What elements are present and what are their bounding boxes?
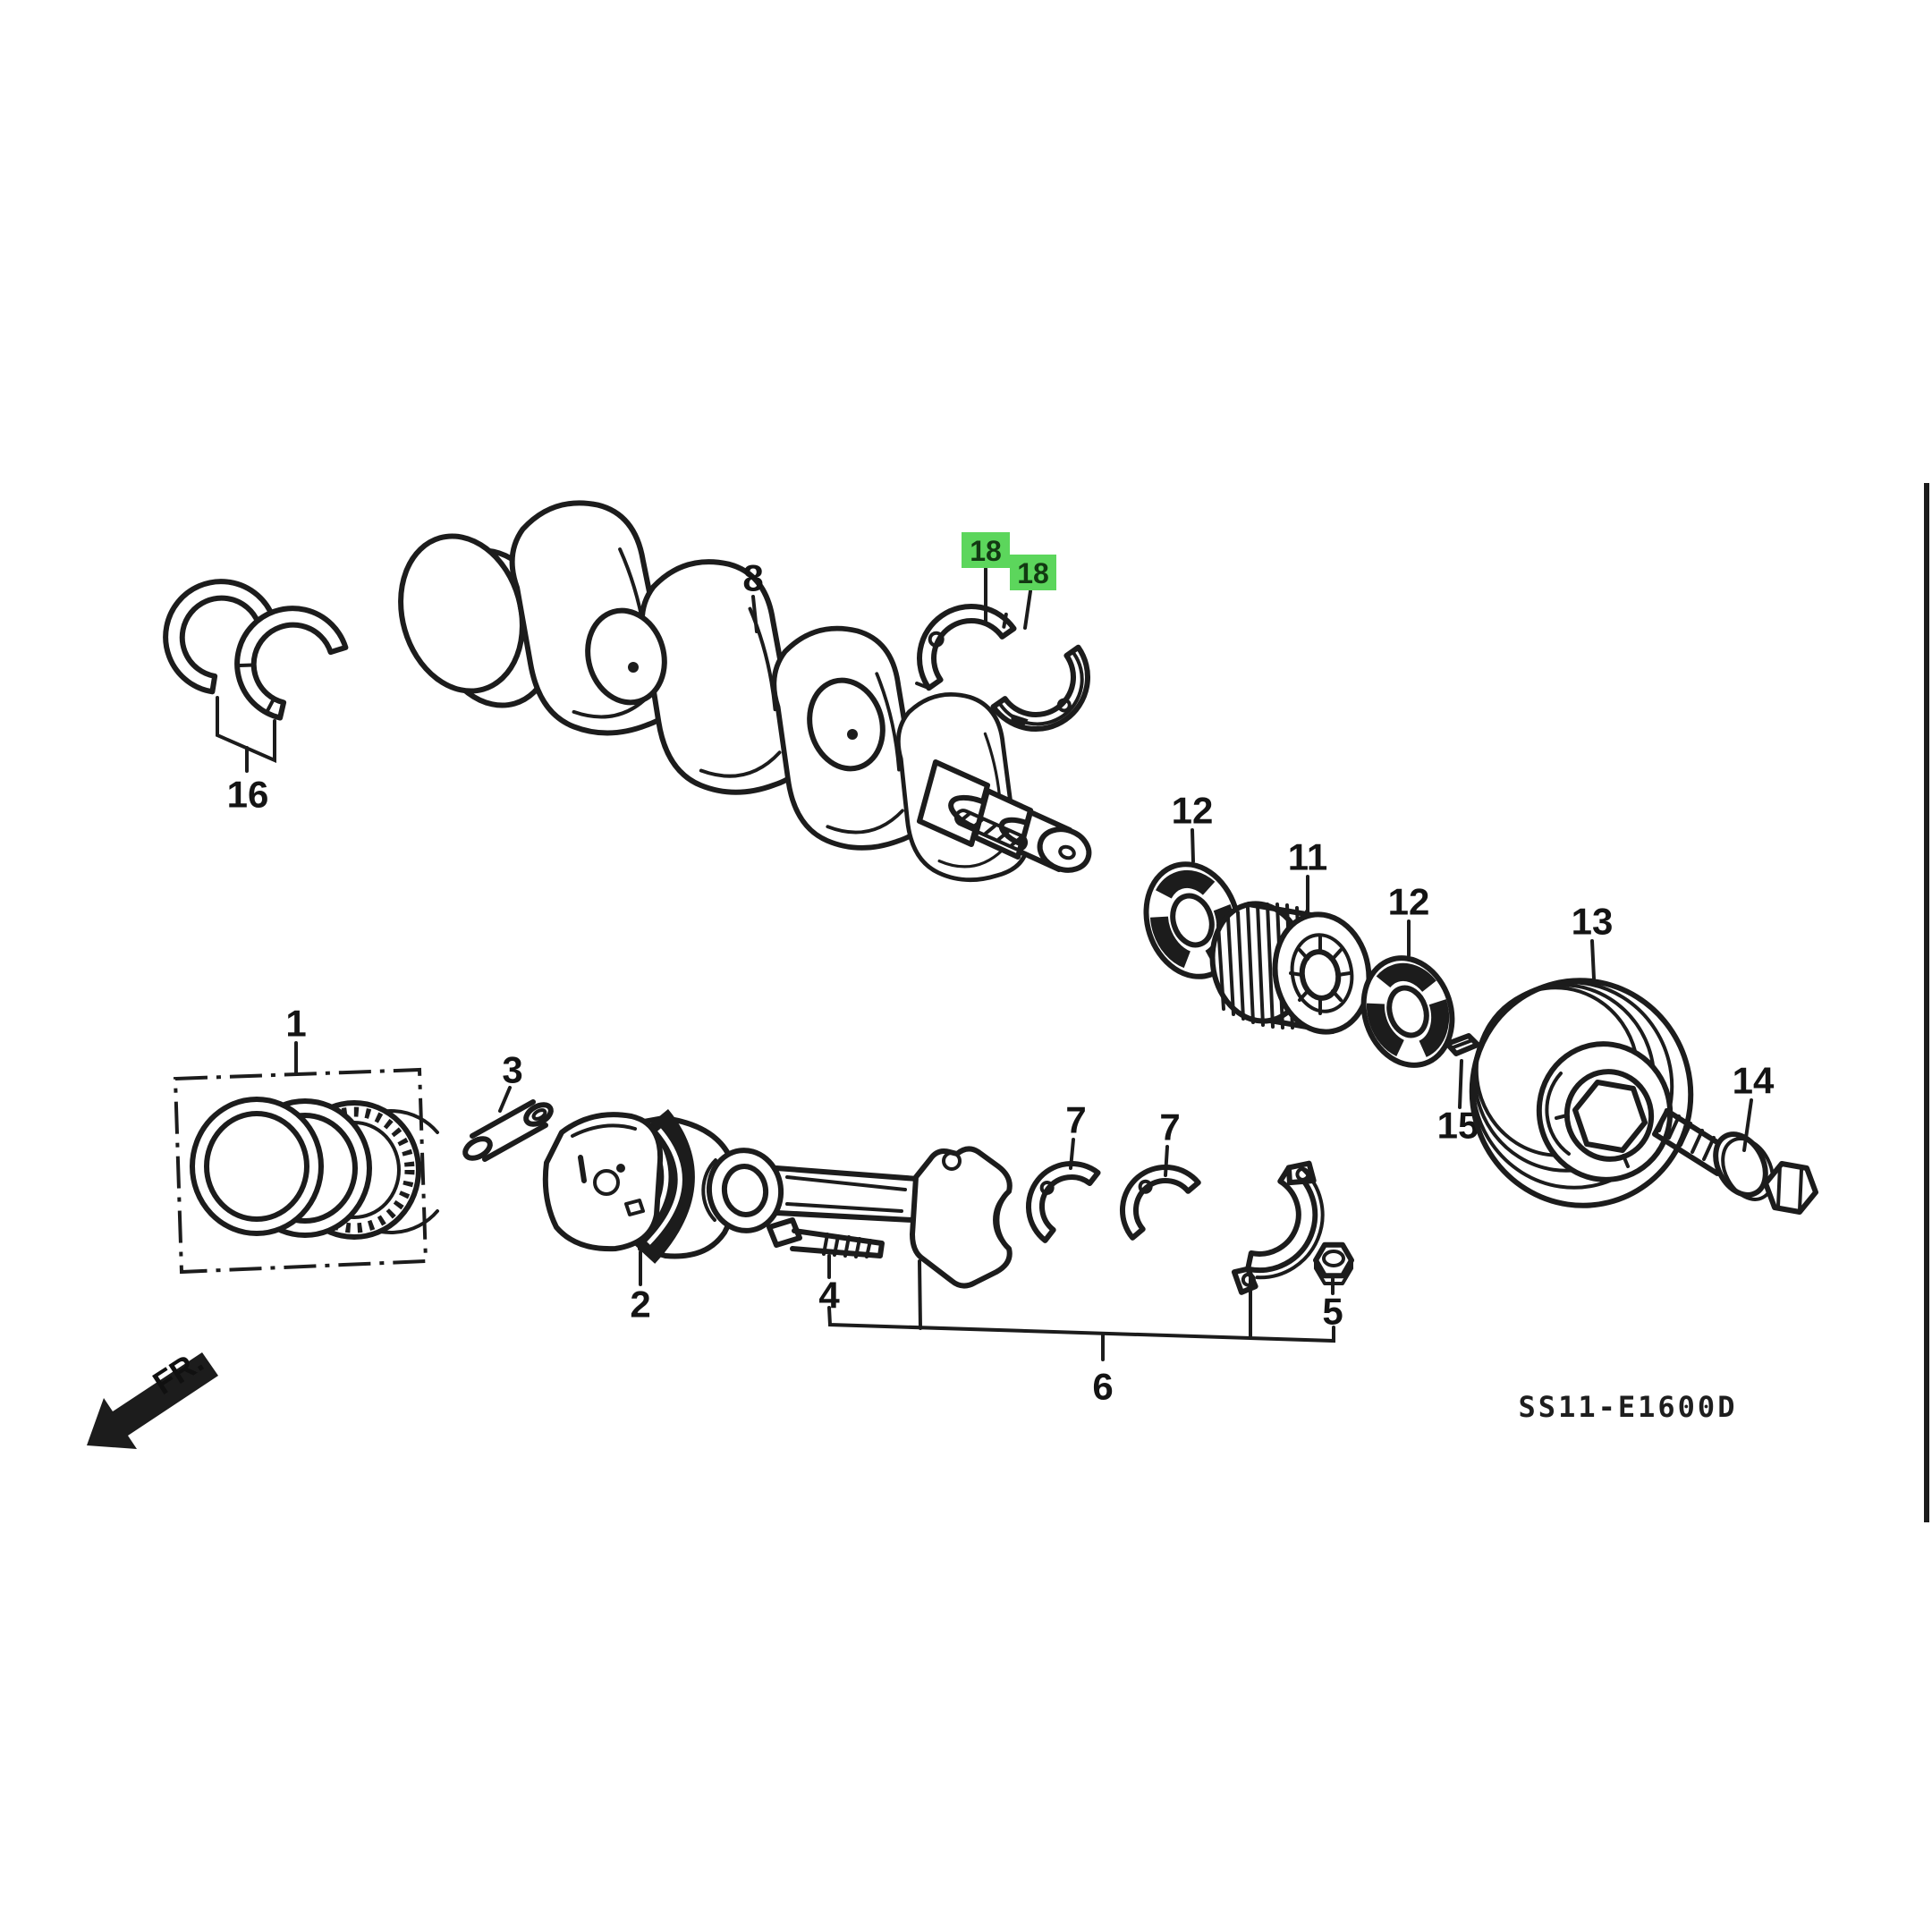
page-edge-line: [1924, 483, 1929, 1522]
leader-line-7a: [1069, 1138, 1075, 1170]
callout-7a: 7: [1065, 1099, 1087, 1170]
callout-label-6: 6: [1092, 1366, 1113, 1408]
callout-1: 1: [285, 1003, 307, 1075]
crankshaft-drawing: [398, 487, 1092, 890]
leader-line-13: [1590, 939, 1596, 980]
leader-line-16: [216, 696, 276, 773]
main-bearing-shells-drawing: [915, 604, 1090, 732]
timing-gear-drawing: [1209, 901, 1372, 1035]
callout-label-7: 7: [1159, 1106, 1180, 1148]
highlight-callout-18-left[interactable]: 18: [962, 532, 1010, 626]
callout-label-5: 5: [1322, 1291, 1343, 1333]
washer-12b-drawing: [1360, 955, 1455, 1068]
highlight-callout-18-right[interactable]: 18: [1010, 555, 1056, 630]
leader-line-18-right: [1023, 589, 1032, 630]
callout-label-13: 13: [1572, 901, 1614, 943]
highlight-box[interactable]: [962, 532, 1010, 568]
callout-label-7: 7: [1065, 1099, 1086, 1141]
rod-cap-drawing: [1231, 1160, 1325, 1295]
rod-bearing-shell-b: [1113, 1155, 1200, 1252]
leader-line-7b: [1164, 1145, 1169, 1177]
pulley-bolt-drawing: [1652, 1108, 1818, 1215]
callout-3: 3: [498, 1049, 523, 1113]
callout-label-1: 1: [285, 1003, 306, 1045]
callout-label-12: 12: [1172, 790, 1214, 832]
leader-line-3: [498, 1086, 512, 1113]
leader-line-12a: [1191, 828, 1195, 863]
leader-line-15: [1458, 1059, 1463, 1109]
rod-nut-drawing: [1313, 1241, 1354, 1285]
piston-ring-set-drawing: [173, 1067, 439, 1275]
highlight-label-18[interactable]: 18: [1017, 557, 1049, 589]
callout-5: 5: [1322, 1277, 1343, 1333]
callout-8: 8: [742, 557, 764, 633]
highlight-box[interactable]: [1010, 555, 1056, 590]
piston-drawing: [542, 1109, 739, 1264]
callout-label-11: 11: [1288, 836, 1327, 878]
callout-11: 11: [1288, 836, 1327, 914]
callout-16: 16: [216, 696, 276, 816]
callout-label-2: 2: [630, 1284, 650, 1326]
connecting-rod-drawing: [701, 1146, 1013, 1289]
fr-arrow-icon: [87, 1352, 218, 1449]
callout-2: 2: [630, 1250, 651, 1326]
callout-label-14: 14: [1733, 1060, 1775, 1102]
diagram-code: SS11-E1600D: [1519, 1390, 1738, 1424]
callout-13: 13: [1572, 901, 1614, 980]
leader-line-14: [1742, 1098, 1753, 1152]
piston-pin-drawing: [462, 1099, 554, 1162]
callout-label-3: 3: [502, 1049, 522, 1091]
leader-line-8: [751, 595, 758, 633]
callout-label-8: 8: [742, 557, 763, 599]
highlight-label-18[interactable]: 18: [970, 535, 1002, 567]
rod-bolt-drawing: [767, 1217, 885, 1258]
callout-label-12: 12: [1388, 881, 1430, 923]
bracket-line-6: [827, 1259, 1335, 1361]
crank-pulley-drawing: [1469, 978, 1694, 1208]
callout-7b: 7: [1159, 1106, 1181, 1177]
callout-label-16: 16: [227, 774, 269, 816]
front-direction-marker: FR.: [87, 1343, 218, 1449]
rod-bearing-shell-a: [1024, 1158, 1099, 1247]
callout-12b: 12: [1388, 881, 1430, 957]
thrust-washers-drawing: [160, 576, 348, 719]
callout-6-bracket: 6: [827, 1259, 1335, 1408]
callout-14: 14: [1733, 1060, 1775, 1152]
woodruff-key-drawing: [1445, 1033, 1480, 1056]
callout-12a: 12: [1172, 790, 1214, 863]
